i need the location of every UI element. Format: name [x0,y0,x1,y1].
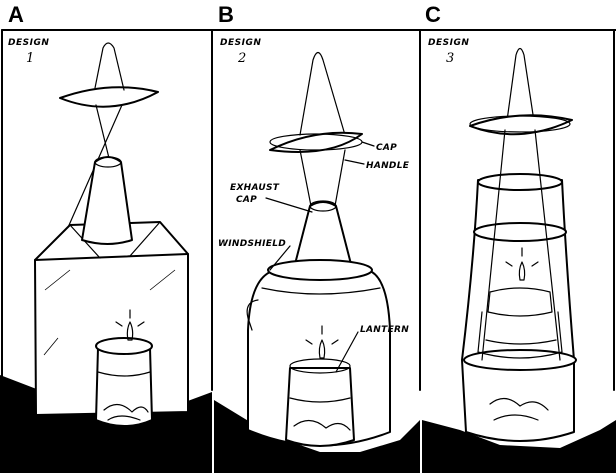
callout-windshield: WINDSHIELD [218,239,286,249]
design-number-1: 1 [26,51,34,66]
stacked-jar-body [461,179,575,442]
design-number-2: 2 [237,51,246,66]
design-2-lantern [246,51,391,447]
jar [95,347,153,427]
cap-disc [469,114,573,136]
cap-disc [269,131,363,153]
callout-cap: CAP [376,143,397,153]
design-3-lantern [461,47,577,442]
panel-letter-a: A [8,2,24,27]
callout-exhaust-line1: EXHAUST [230,183,280,193]
callout-handle: HANDLE [366,161,410,171]
callout-exhaust-line2: CAP [236,195,257,205]
panel-frames [1,29,616,391]
lantern-inner [285,367,355,447]
design-label-2: DESIGN [220,38,261,48]
panel-letter-c: C [425,2,441,27]
design-1-lantern [34,42,189,427]
design-number-3: 3 [446,51,454,66]
callout-lantern: LANTERN [360,325,409,335]
design-label-1: DESIGN [8,38,49,48]
candle-flame [126,321,134,341]
cap-shape [59,86,159,108]
design-label-3: DESIGN [428,38,469,48]
exhaust-cone [81,156,133,245]
panel-letter-b: B [218,2,234,27]
